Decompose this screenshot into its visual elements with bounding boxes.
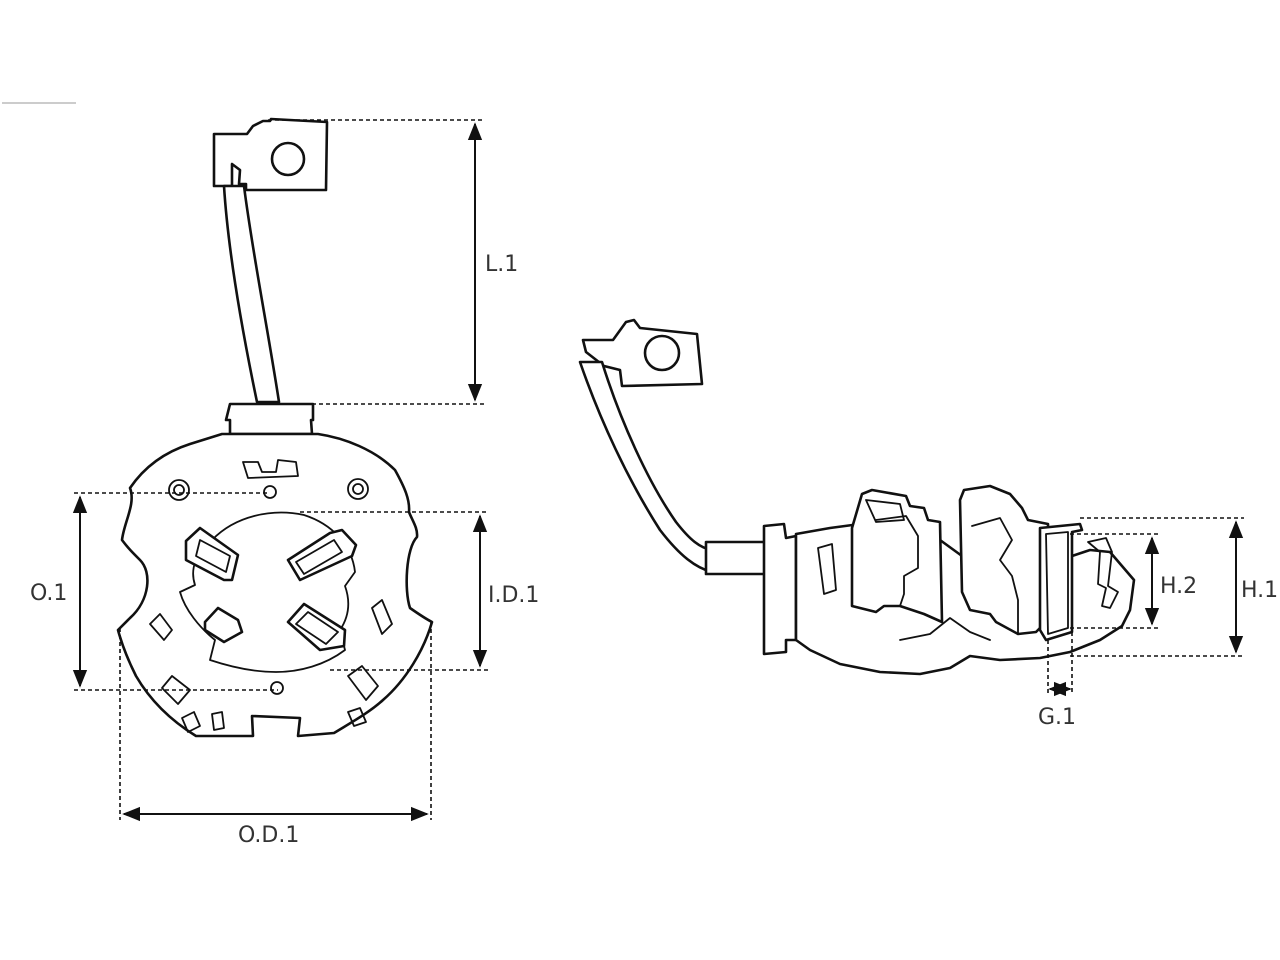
front-slot-bottom-mid-left (211, 711, 225, 731)
label-id1: I.D.1 (488, 583, 539, 608)
side-holder-left-top (865, 499, 905, 523)
label-od1: O.D.1 (238, 823, 299, 848)
label-h1: H.1 (1241, 578, 1278, 603)
side-lug-hole (643, 334, 681, 372)
front-wire-clamp (224, 402, 315, 436)
front-brush-top-right (295, 539, 343, 575)
front-view (116, 117, 434, 738)
front-brush-box-bottom-left (203, 606, 244, 644)
front-terminal-lug (212, 117, 329, 192)
side-body-detail-left (817, 543, 837, 595)
label-o1: O.1 (30, 581, 67, 606)
side-lead-wire (578, 360, 714, 574)
front-rivet-left-outer (168, 479, 190, 501)
side-holder-left (850, 488, 944, 624)
front-rivet-right-inner (352, 483, 364, 495)
front-brush-box-top-right (286, 528, 358, 582)
front-hole-top (263, 485, 277, 499)
front-slot-lower-right (347, 665, 379, 701)
front-top-notch (242, 459, 299, 479)
label-g1: G.1 (1038, 705, 1076, 730)
front-slot-right (371, 599, 393, 635)
front-rivet-right-outer (347, 478, 369, 500)
side-flange (762, 522, 798, 656)
side-wire-sleeve (704, 540, 768, 576)
front-lead-wire (222, 184, 281, 404)
front-rivet-left-inner (173, 484, 185, 496)
side-holder-right (958, 484, 1050, 636)
front-brush-top-left (195, 539, 231, 573)
side-holder-right-detail (971, 517, 1019, 635)
front-slot-bottom-right (347, 707, 367, 727)
label-l1: L.1 (485, 252, 518, 277)
side-brush-block-face (1045, 531, 1069, 635)
front-slot-left (149, 613, 173, 641)
side-brush-block (1038, 522, 1084, 642)
front-brush-bottom-right (295, 611, 339, 645)
front-slot-bottom-left (181, 711, 201, 733)
dimension-lines (72, 119, 1244, 822)
front-lug-hole (270, 141, 306, 177)
front-center-bore (179, 511, 356, 673)
side-holder-left-detail (875, 515, 919, 607)
front-hole-bottom (270, 681, 284, 695)
side-body-detail-mid (899, 617, 991, 641)
label-h2: H.2 (1160, 574, 1197, 599)
side-view (578, 318, 1136, 676)
side-spring-clip (1087, 537, 1119, 609)
front-plate (116, 432, 434, 738)
